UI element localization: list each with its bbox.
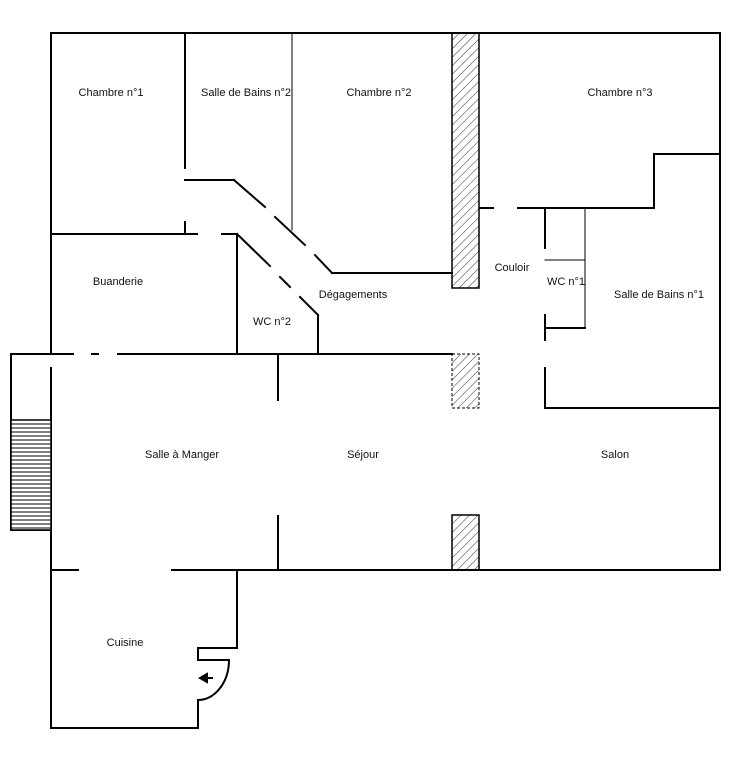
room-label-cuisine: Cuisine [107, 637, 144, 649]
stairs-icon [10, 419, 52, 531]
room-label-salle-de-bains-1: Salle de Bains n°1 [614, 289, 704, 301]
room-label-chambre-1: Chambre n°1 [79, 87, 144, 99]
arrow-left-icon [197, 672, 213, 684]
room-label-salon: Salon [601, 449, 629, 461]
room-label-wc-2: WC n°2 [253, 316, 291, 328]
hatched-chimney-icon [451, 32, 480, 571]
room-label-sejour: Séjour [347, 449, 379, 461]
entrance-door-swing [197, 659, 230, 701]
room-label-chambre-3: Chambre n°3 [588, 87, 653, 99]
room-label-wc-1: WC n°1 [547, 276, 585, 288]
room-label-chambre-2: Chambre n°2 [347, 87, 412, 99]
room-label-buanderie: Buanderie [93, 276, 143, 288]
room-label-degagements: Dégagements [319, 289, 388, 301]
room-label-salle-a-manger: Salle à Manger [145, 449, 219, 461]
walls [10, 32, 721, 729]
room-label-salle-de-bains-2: Salle de Bains n°2 [201, 87, 291, 99]
room-label-couloir: Couloir [495, 262, 530, 274]
